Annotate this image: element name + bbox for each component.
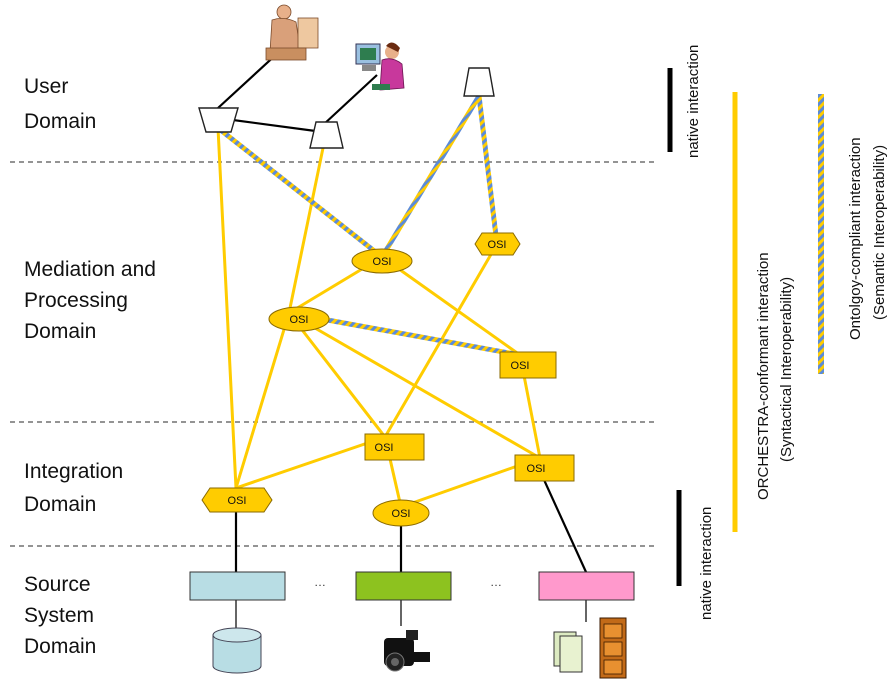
legend-ontology-text-2: (Semantic Interoperability)	[871, 145, 888, 320]
mediation-domain-line-2: Processing	[24, 289, 128, 312]
osi-node-mediation-center[interactable]: OSI	[351, 248, 413, 274]
source-domain-line-2: System	[24, 604, 95, 627]
user-terminal-left[interactable]	[198, 107, 239, 133]
user-domain-line-1: User	[24, 75, 69, 98]
osi-label: OSI	[488, 239, 507, 251]
osi-node-mediation-left[interactable]: OSI	[268, 306, 330, 332]
ontology-connections	[216, 94, 521, 358]
computer-user-icon	[355, 42, 405, 91]
source-system-right[interactable]	[538, 571, 635, 601]
source-domain-line-1: Source	[24, 573, 91, 596]
mediation-domain-label: Mediation and Processing Domain	[24, 257, 156, 344]
osi-node-mediation-box[interactable]: OSI	[499, 351, 557, 379]
osi-label: OSI	[527, 463, 546, 475]
osi-label: OSI	[375, 442, 394, 454]
video-camera-icon	[384, 630, 430, 672]
source-system-middle[interactable]	[355, 571, 452, 601]
user-terminal-right[interactable]	[463, 67, 495, 97]
osi-label: OSI	[290, 314, 309, 326]
integration-domain-label: Integration Domain	[24, 459, 123, 517]
source-system-left[interactable]	[189, 571, 286, 601]
source-domain-line-3: Domain	[24, 635, 97, 658]
source-domain-label: Source System Domain	[24, 572, 96, 659]
osi-label: OSI	[392, 508, 411, 520]
database-icon	[212, 627, 262, 674]
integration-domain-line-2: Domain	[24, 493, 97, 516]
legend-native-text-bottom: native interaction	[698, 507, 715, 620]
user-domain-line-2: Domain	[24, 110, 97, 133]
integration-domain-line-1: Integration	[24, 460, 124, 483]
osi-label: OSI	[373, 256, 392, 268]
user-terminal-middle[interactable]	[309, 121, 344, 149]
legend-ontology-text-1: Ontolgoy-compliant interaction	[847, 137, 864, 340]
legend-orchestra-text-2: (Syntactical Interoperability)	[778, 277, 795, 462]
ellipsis-left: …	[314, 575, 326, 589]
ellipsis-right: …	[490, 575, 502, 589]
osi-node-integration-left[interactable]: OSI	[201, 487, 273, 513]
osi-label: OSI	[511, 360, 530, 372]
legend-native-text-top: native interaction	[685, 45, 702, 158]
office-worker-icon	[265, 4, 319, 61]
mediation-domain-line-1: Mediation and	[24, 258, 156, 281]
osi-label: OSI	[228, 495, 247, 507]
osi-node-integration-center-box[interactable]: OSI	[364, 433, 425, 461]
osi-node-integration-right-box[interactable]: OSI	[514, 454, 575, 482]
documents-and-cabinet-icon	[553, 617, 627, 679]
mediation-domain-line-3: Domain	[24, 320, 97, 343]
user-domain-label: User Domain	[24, 74, 96, 134]
osi-node-integration-center[interactable]: OSI	[372, 499, 430, 527]
osi-node-mediation-right[interactable]: OSI	[474, 232, 521, 256]
legend-orchestra-text-1: ORCHESTRA-conformant interaction	[755, 252, 772, 500]
